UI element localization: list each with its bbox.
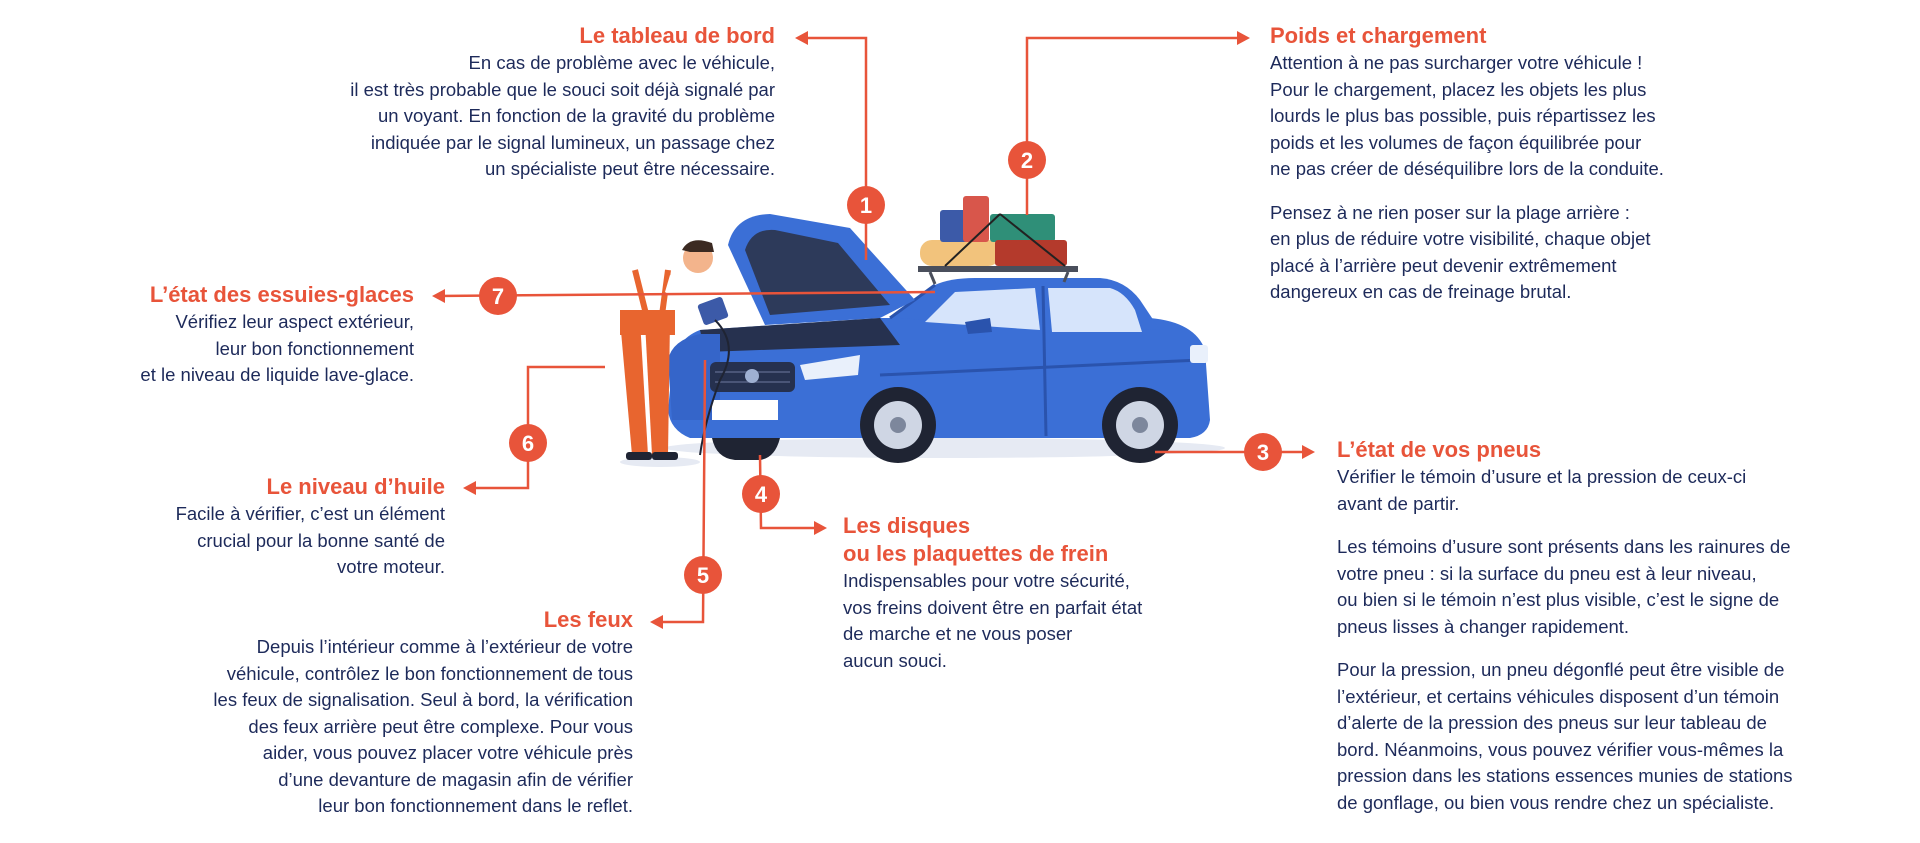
badge-3: 3	[1244, 433, 1282, 471]
paragraph-line: poids et les volumes de façon équilibrée…	[1270, 131, 1642, 153]
paragraph-line: lourds le plus bas possible, puis répart…	[1270, 105, 1656, 126]
svg-text:5: 5	[697, 563, 709, 588]
section-body: Attention à ne pas surcharger votre véhi…	[1270, 50, 1664, 306]
paragraph-line: avant de partir.	[1337, 492, 1460, 514]
section-brakes: Les disques ou les plaquettes de frein I…	[843, 512, 1142, 674]
svg-text:6: 6	[522, 431, 534, 456]
paragraph-line: vos freins doivent être en parfait état	[843, 596, 1143, 618]
arrow-heads	[432, 31, 1315, 629]
mechanic-illustration	[620, 240, 730, 467]
section-load: Poids et chargement Attention à ne pas s…	[1270, 22, 1664, 306]
paragraph-line: d’alerte de la pression des pneus sur le…	[1337, 712, 1767, 733]
paragraph-line: un voyant. En fonction de la gravité du …	[378, 105, 775, 126]
paragraph-line: Pensez à ne rien poser sur la plage arri…	[1270, 201, 1630, 223]
paragraph-line: de marche et ne vous poser	[843, 623, 1073, 644]
paragraph-line: Pour la pression, un pneu dégonflé peut …	[1337, 659, 1785, 680]
svg-text:3: 3	[1257, 440, 1269, 465]
paragraph-line: Depuis l’intérieur comme à l’extérieur d…	[256, 636, 633, 657]
section-body: Indispensables pour votre sécurité, vos f…	[843, 568, 1142, 674]
badge-4: 4	[742, 475, 780, 513]
paragraph-line: indiquée par le signal lumineux, un pass…	[370, 131, 775, 153]
paragraph-line: un spécialiste peut être nécessaire.	[484, 158, 775, 179]
paragraph-line: des feux arrière peut être complexe. Pou…	[248, 715, 633, 737]
paragraph-line: d’une devanture de magasin afin de vérif…	[278, 768, 633, 790]
section-title: L’état de vos pneus	[1337, 437, 1542, 462]
paragraph-line: de gonflage, ou bien vous rendre chez un…	[1337, 791, 1775, 813]
paragraph-line: Attention à ne pas surcharger votre véhi…	[1270, 52, 1643, 73]
section-title: Les feux	[543, 607, 633, 632]
paragraph-line: et le niveau de liquide lave-glace.	[140, 364, 414, 385]
badge-5: 5	[684, 556, 722, 594]
paragraph-line: ou bien si le témoin n’est plus visible,…	[1337, 589, 1780, 610]
paragraph-line: En cas de problème avec le véhicule,	[468, 52, 775, 73]
car-maintenance-illustration	[665, 196, 1225, 463]
section-paragraph: Depuis l’intérieur comme à l’extérieur d…	[213, 634, 633, 820]
paragraph-line: aucun souci.	[843, 649, 947, 671]
section-paragraph: En cas de problème avec le véhicule, il e…	[350, 50, 775, 183]
section-body: En cas de problème avec le véhicule, il e…	[350, 50, 775, 183]
section-tires: L’état de vos pneus Vérifier le témoin d…	[1337, 436, 1793, 816]
badge-7: 7	[479, 277, 517, 315]
paragraph-line: en plus de réduire votre visibilité, cha…	[1270, 228, 1651, 249]
paragraph-line: dangereux en cas de freinage brutal.	[1270, 281, 1572, 302]
paragraph-line: leur bon fonctionnement dans le reflet.	[318, 795, 633, 816]
section-paragraph: Vérifiez leur aspect extérieur, leur bon …	[140, 309, 414, 389]
section-lights: Les feux Depuis l’intérieur comme à l’ex…	[213, 606, 633, 820]
paragraph-line: Indispensables pour votre sécurité,	[843, 570, 1130, 591]
badge-6: 6	[509, 424, 547, 462]
section-wipers: L’état des essuies-glaces Vérifiez leur …	[140, 281, 414, 389]
paragraph-line: votre moteur.	[337, 556, 445, 577]
svg-text:7: 7	[492, 284, 504, 309]
badge-1: 1	[847, 186, 885, 224]
section-paragraph: Facile à vérifier, c’est un élément cruci…	[176, 501, 445, 581]
svg-text:1: 1	[860, 193, 872, 218]
section-body: Vérifier le témoin d’usure et la pressio…	[1337, 464, 1793, 816]
section-paragraph: Les témoins d’usure sont présents dans l…	[1337, 534, 1793, 640]
svg-text:2: 2	[1021, 148, 1033, 173]
section-body: Vérifiez leur aspect extérieur, leur bon …	[140, 309, 414, 389]
paragraph-line: il est très probable que le souci soit d…	[350, 78, 775, 100]
paragraph-line: pneus lisses à changer rapidement.	[1337, 615, 1630, 637]
section-paragraph: Pensez à ne rien poser sur la plage arri…	[1270, 200, 1664, 306]
svg-text:4: 4	[755, 482, 768, 507]
paragraph-line: placé à l’arrière peut devenir extrêmeme…	[1270, 254, 1617, 276]
section-body: Facile à vérifier, c’est un élément cruci…	[176, 501, 445, 581]
section-paragraph: Pour la pression, un pneu dégonflé peut …	[1337, 657, 1793, 816]
section-paragraph: Indispensables pour votre sécurité, vos f…	[843, 568, 1142, 674]
section-dashboard: Le tableau de bord En cas de problème av…	[350, 22, 775, 183]
paragraph-line: véhicule, contrôlez le bon fonctionnemen…	[226, 662, 633, 684]
paragraph-line: Vérifiez leur aspect extérieur,	[175, 311, 414, 332]
section-paragraph: Vérifier le témoin d’usure et la pressio…	[1337, 464, 1793, 517]
paragraph-line: Les témoins d’usure sont présents dans l…	[1337, 536, 1791, 557]
paragraph-line: ne pas créer de déséquilibre lors de la …	[1270, 158, 1664, 179]
badge-2: 2	[1008, 141, 1046, 179]
section-title: L’état des essuies-glaces	[149, 282, 414, 307]
paragraph-line: Pour le chargement, placez les objets le…	[1270, 78, 1647, 100]
section-title-line-2: ou les plaquettes de frein	[843, 541, 1109, 566]
section-title-line-1: Les disques	[843, 513, 971, 538]
section-body: Depuis l’intérieur comme à l’extérieur d…	[213, 634, 633, 820]
paragraph-line: bord. Néanmoins, vous pouvez vérifier vo…	[1337, 738, 1784, 760]
section-paragraph: Attention à ne pas surcharger votre véhi…	[1270, 50, 1664, 183]
paragraph-line: pression dans les stations essences muni…	[1337, 765, 1793, 786]
paragraph-line: l’extérieur, et certains véhicules dispo…	[1337, 685, 1780, 707]
paragraph-line: Facile à vérifier, c’est un élément	[175, 503, 445, 524]
paragraph-line: leur bon fonctionnement	[215, 337, 415, 359]
paragraph-line: votre pneu : si la surface du pneu est à…	[1337, 562, 1757, 584]
paragraph-line: crucial pour la bonne santé de	[197, 529, 445, 551]
section-title: Le niveau d’huile	[266, 474, 445, 499]
paragraph-line: Vérifier le témoin d’usure et la pressio…	[1337, 466, 1747, 487]
section-oil: Le niveau d’huile Facile à vérifier, c’e…	[176, 473, 445, 581]
section-title: Poids et chargement	[1270, 23, 1487, 48]
paragraph-line: aider, vous pouvez placer votre véhicule…	[262, 742, 633, 763]
paragraph-line: les feux de signalisation. Seul à bord, …	[213, 689, 633, 710]
section-title: Le tableau de bord	[579, 23, 775, 48]
